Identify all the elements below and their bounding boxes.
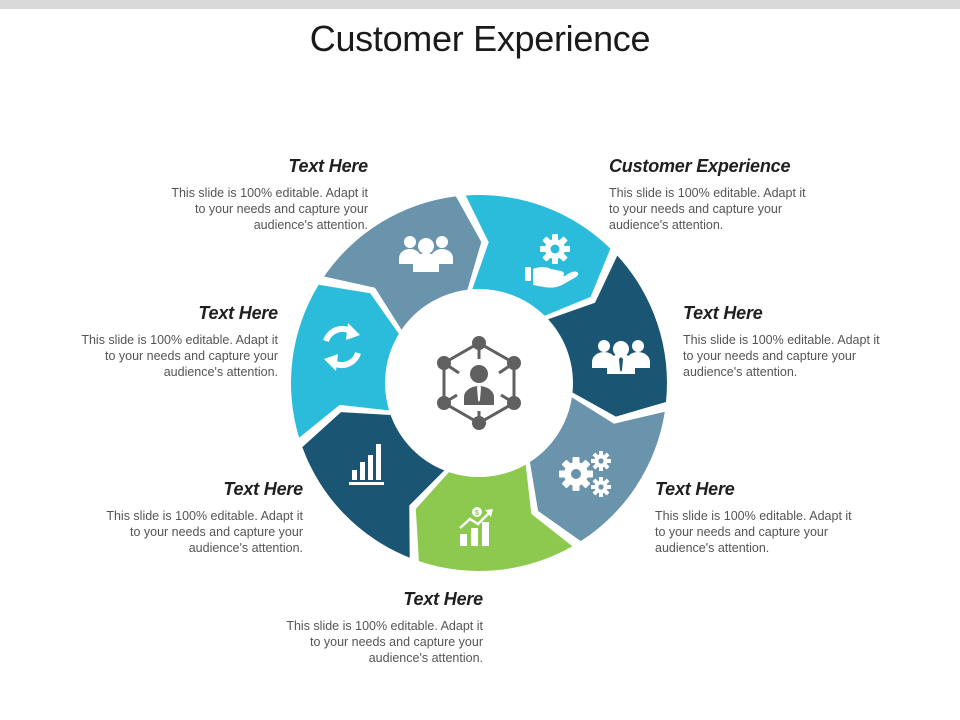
block-body: This slide is 100% editable. Adapt it to… [609,186,806,232]
text-block: Text Here This slide is 100% editable. A… [28,303,278,380]
slide-title: Customer Experience [309,18,651,59]
text-block: Text Here This slide is 100% editable. A… [233,589,483,666]
wheel-segment [415,464,573,571]
block-body: This slide is 100% editable. Adapt it to… [286,619,483,665]
top-bar [0,0,960,9]
block-title: Text Here [288,156,368,176]
block-body: This slide is 100% editable. Adapt it to… [683,333,880,379]
text-block: Text Here This slide is 100% editable. A… [118,156,368,233]
block-title: Text Here [655,479,735,499]
block-body: This slide is 100% editable. Adapt it to… [171,186,368,232]
block-body: This slide is 100% editable. Adapt it to… [106,509,303,555]
text-block: Text Here This slide is 100% editable. A… [53,479,303,556]
wheel-segment [529,397,665,542]
wheel-icons: $ [323,234,650,546]
text-block: Customer Experience This slide is 100% e… [609,156,859,233]
block-body: This slide is 100% editable. Adapt it to… [81,333,278,379]
text-block: Text Here This slide is 100% editable. A… [683,303,933,380]
block-body: This slide is 100% editable. Adapt it to… [655,509,852,555]
team-icon [399,236,453,272]
customer-network-icon [437,336,521,430]
gears-icon [559,451,611,497]
refresh-icon [323,323,361,371]
hand-gear-icon [525,234,579,288]
svg-text:$: $ [475,510,479,517]
block-title: Text Here [223,479,303,499]
wheel-segment [548,255,667,417]
text-block: Text Here This slide is 100% editable. A… [655,479,905,556]
business-team-icon [592,340,650,374]
wheel-segment [465,195,611,316]
wheel-segment [290,284,399,438]
block-title: Text Here [198,303,278,323]
block-title: Text Here [683,303,763,323]
growth-chart-icon: $ [459,507,493,546]
block-title: Customer Experience [609,156,791,176]
bar-chart-icon [349,444,384,485]
block-title: Text Here [403,589,483,609]
